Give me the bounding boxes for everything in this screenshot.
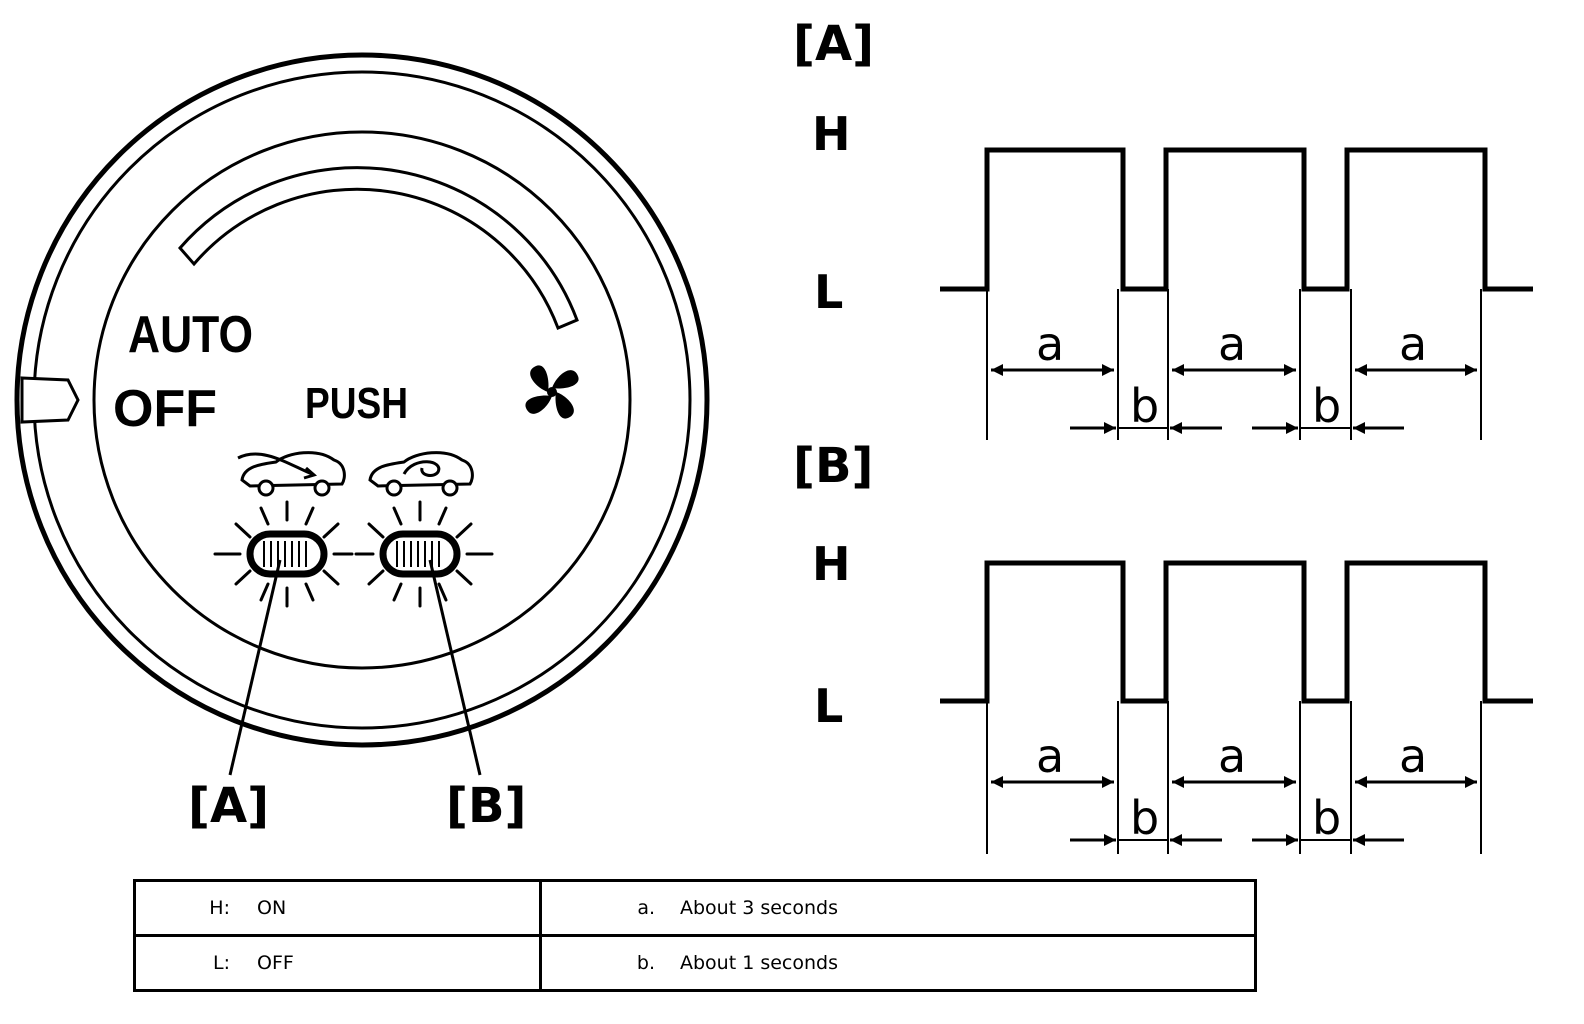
- graph-b-high-label: H: [812, 537, 851, 591]
- mode-auto-label: AUTO: [128, 306, 253, 364]
- graph-b-label-b1: b: [1130, 791, 1159, 845]
- legend-row: L: OFF b. About 1 seconds: [133, 934, 1257, 992]
- dial-outer-rim: [14, 52, 710, 748]
- legend-item: a.: [637, 897, 655, 919]
- temperature-arc: [178, 166, 579, 330]
- graph-a-label-a1: a: [1036, 317, 1064, 371]
- graph-a-high-label: H: [812, 107, 851, 161]
- legend-key: L:: [213, 952, 230, 974]
- callout-a-leader: [228, 559, 282, 776]
- mode-off-label: OFF: [113, 380, 217, 438]
- graph-a-dimension-lines: [986, 289, 1482, 440]
- graph-a-label-b2: b: [1312, 379, 1341, 433]
- graph-b-label-b2: b: [1312, 791, 1341, 845]
- fan-icon: [525, 365, 579, 419]
- legend-value: ON: [257, 897, 287, 919]
- legend-value: OFF: [257, 952, 294, 974]
- legend-desc: About 3 seconds: [680, 897, 839, 919]
- push-label: PUSH: [305, 379, 408, 428]
- indicator-lamp-a: [213, 500, 354, 608]
- legend-key-cell: L: OFF: [133, 934, 542, 992]
- timing-graph-b: [B] H L a a a b b: [793, 438, 1533, 854]
- legend-table: H: ON a. About 3 seconds L: OFF b. About 1 s…: [133, 879, 1257, 992]
- legend-desc-cell: b. About 1 seconds: [539, 934, 1257, 992]
- recirculation-car-icon: [368, 451, 474, 497]
- graph-a-waveform: [940, 147, 1533, 292]
- indicator-lamp-b: [354, 500, 494, 608]
- legend-key-cell: H: ON: [133, 879, 542, 937]
- legend-key: H:: [209, 897, 230, 919]
- graph-a-label-a2: a: [1218, 317, 1246, 371]
- graph-b-label-a1: a: [1036, 729, 1064, 783]
- graph-b-label-a2: a: [1218, 729, 1246, 783]
- graph-a-label-a3: a: [1399, 317, 1427, 371]
- graph-b-waveform: [940, 560, 1533, 704]
- graph-b-title: [B]: [793, 438, 873, 494]
- dial-pointer-tab: [20, 376, 80, 424]
- graph-a-dimension-arrows: [991, 364, 1477, 434]
- legend-item: b.: [636, 952, 655, 974]
- timing-graph-a: [A] H L a a a b b: [793, 16, 1533, 440]
- dial-face: [92, 130, 632, 670]
- graph-b-low-label: L: [814, 679, 843, 733]
- control-dial: AUTO OFF PUSH: [14, 52, 710, 834]
- graph-a-label-b1: b: [1130, 379, 1159, 433]
- legend-row: H: ON a. About 3 seconds: [133, 879, 1257, 937]
- lamp-b-glow-rays: [354, 500, 494, 608]
- callout-b-leader: [428, 559, 482, 776]
- graph-b-dimension-arrows: [991, 776, 1477, 846]
- graph-a-title: [A]: [793, 16, 874, 72]
- callout-b-label: [B]: [446, 778, 526, 834]
- fresh-air-car-icon: [237, 451, 346, 497]
- graph-a-low-label: L: [814, 265, 843, 319]
- callout-a-label: [A]: [188, 778, 269, 834]
- legend-desc-cell: a. About 3 seconds: [539, 879, 1257, 937]
- lamp-a-glow-rays: [213, 500, 354, 608]
- legend-desc: About 1 seconds: [680, 952, 839, 974]
- graph-b-dimension-lines: [986, 701, 1482, 854]
- graph-b-label-a3: a: [1399, 729, 1427, 783]
